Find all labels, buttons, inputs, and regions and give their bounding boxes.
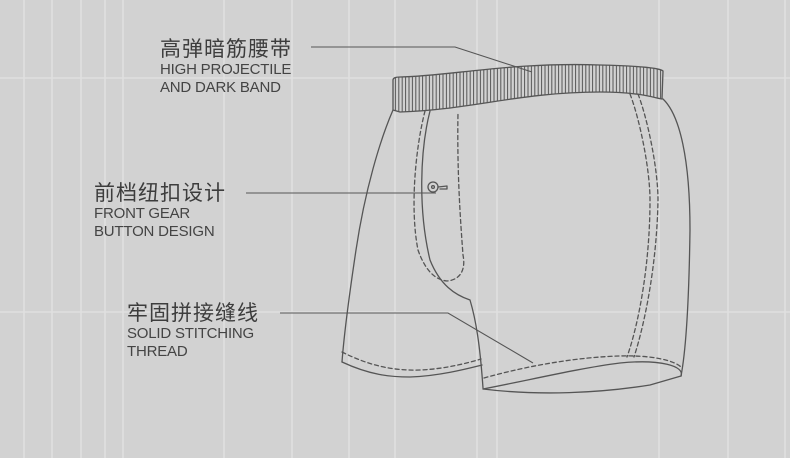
right-leg-hem-back — [482, 375, 682, 394]
fly-curve — [421, 110, 484, 389]
callout-text-en-2: THREAD — [127, 343, 188, 360]
callout-title-zh: 牢固拼接缝线 — [127, 301, 259, 325]
callout-text-en-2: AND DARK BAND — [160, 79, 281, 96]
callout-stitching: 牢固拼接缝线 SOLID STITCHING THREAD — [127, 301, 259, 361]
callout-button: 前档纽扣设计 FRONT GEAR BUTTON DESIGN — [94, 181, 226, 241]
callout-text-en-1: FRONT GEAR — [94, 205, 191, 222]
left-leg-hem — [341, 361, 483, 378]
callout-text-en-1: SOLID STITCHING — [127, 325, 255, 342]
left-hem-stitch — [341, 351, 482, 371]
callout-text-en-2: BUTTON DESIGN — [94, 223, 215, 240]
callout-waistband: 高弹暗筋腰带 HIGH PROJECTILE AND DARK BAND — [160, 37, 292, 97]
button-icon — [427, 181, 448, 193]
leader-line-waistband — [311, 46, 533, 73]
right-side-seam — [662, 98, 691, 377]
callout-title-zh: 高弹暗筋腰带 — [160, 37, 292, 61]
callout-text-en-1: HIGH PROJECTILE — [160, 61, 292, 78]
side-stitch-1 — [626, 93, 651, 358]
fly-stitch-outer — [413, 110, 465, 282]
leader-line-stitching — [280, 312, 534, 364]
left-side-seam — [341, 109, 394, 363]
right-hem-stitch — [483, 355, 683, 379]
side-stitch-2 — [633, 93, 659, 358]
callout-title-zh: 前档纽扣设计 — [94, 181, 226, 205]
right-leg-hem-front — [482, 361, 682, 390]
waistband — [392, 63, 664, 113]
